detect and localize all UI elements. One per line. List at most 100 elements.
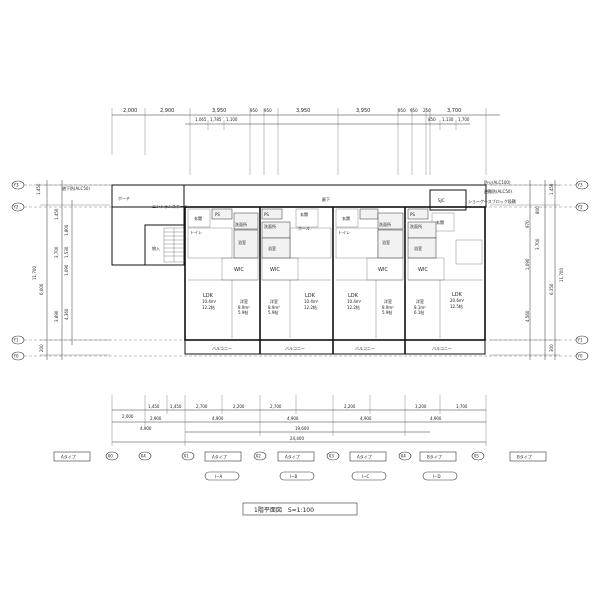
unit-label-i-d: I−D <box>433 474 441 479</box>
i-b-ldk-area: 10.4m² <box>304 299 319 304</box>
right-dim-7: 11,700 <box>559 268 564 282</box>
right-dim-5: 1,090 <box>525 258 530 270</box>
i-d-wash: 洗面所 <box>410 223 422 229</box>
bottom-dimension-lines: 2,000 1,450 1,450 2,700 2,200 2,700 2,20… <box>111 395 487 446</box>
i-d-entrance: 玄関 <box>436 219 444 225</box>
i-c-toilet: トイレ <box>338 230 350 235</box>
top-dim-10: 250 <box>423 108 431 113</box>
left-dim-6: 1,090 <box>64 264 69 276</box>
unit-i-d: PS 玄関 洗面所 浴室 WIC LDK 20.6m² 12.5帖 洋室 8.1… <box>407 208 483 338</box>
top-dim-11: 3,700 <box>447 108 461 114</box>
i-a-ldk-area: 10.4m² <box>202 299 217 304</box>
right-dimension-lines: 1,450 800 970 3,700 1,090 6,350 11,700 4… <box>490 180 564 360</box>
grid-col-x5: X5 <box>474 454 480 459</box>
i-a-bed-area: 8.9m² <box>238 305 250 310</box>
grid-col-x4b: X4 <box>401 454 407 459</box>
i-c-wic: WIC <box>378 267 388 273</box>
grid-row-y0: Y0 <box>13 354 19 359</box>
grid-col-x4a: X4 <box>141 454 147 459</box>
left-dim-1: 1,450 <box>36 183 41 195</box>
building-outline <box>111 184 487 355</box>
i-b-wic: WIC <box>270 267 280 273</box>
balcony-label-1: バルコニー <box>212 346 232 351</box>
left-dim-7: 6,000 <box>39 283 44 295</box>
i-a-ldk-jo: 12.2帖 <box>202 304 215 310</box>
unit-label-i-c: I−C <box>362 474 370 479</box>
i-c-bedroom: 洋室 <box>384 298 392 304</box>
left-dim-5: 1,530 <box>64 246 69 258</box>
i-b-bed-jo: 5.9帖 <box>268 309 278 315</box>
balcony-label-2: バルコニー <box>285 346 305 351</box>
top-dim2-6: 1,700 <box>458 117 470 122</box>
grid-col-x3: X3 <box>329 454 335 459</box>
bottom-total-sub: 19,600 <box>295 426 309 431</box>
top-dim-6: 3,950 <box>296 108 310 114</box>
left-dim-9: 3,890 <box>54 310 59 322</box>
i-c-ldk-area: 10.4m² <box>347 299 362 304</box>
i-a-bath: 浴室 <box>238 239 246 245</box>
i-d-bath: 浴室 <box>414 245 422 251</box>
type-label-6: Bタイプ <box>517 454 532 460</box>
i-b-ldk: LDK <box>305 293 316 299</box>
type-label-2: Aタイプ <box>212 454 227 460</box>
bottom-dim-2: 1,450 <box>148 404 160 409</box>
i-b-ps: PS <box>264 212 269 217</box>
left-dim-10: 4,360 <box>64 308 69 320</box>
note-right: ショーケースブロック段積 <box>468 198 516 204</box>
i-a-ldk: LDK <box>203 293 214 299</box>
top-dim-9: 950 <box>410 108 418 113</box>
bottom-dim2-1: 4,900 <box>140 426 152 431</box>
balcony-label-3: バルコニー <box>355 346 375 351</box>
bottom-dim2-6: 4,900 <box>430 416 442 421</box>
bottom-dim2-3: 4,900 <box>212 416 224 421</box>
bottom-dim-3: 1,450 <box>170 404 182 409</box>
drawing-title: 1階平面図 S=1:100 <box>242 502 358 516</box>
grid-col-x1: X1 <box>184 454 190 459</box>
type-label-3: Aタイプ <box>285 454 300 460</box>
right-dim-4: 3,700 <box>535 238 540 250</box>
bottom-dim2-5: 4,900 <box>360 416 372 421</box>
i-b-entrance: 玄関 <box>300 211 308 217</box>
i-c-ldk-jo: 12.2帖 <box>347 304 360 310</box>
unit-walls <box>259 207 406 354</box>
note-top-left: 避下防(ALC50) <box>62 185 90 191</box>
unit-label-i-b: I−B <box>290 474 298 479</box>
unit-label-i-a: I−A <box>215 474 223 479</box>
entrance-hall-label: エントランスホール <box>152 203 188 209</box>
top-dim2-1: 1,065 <box>195 117 207 122</box>
i-a-toilet: トイレ <box>190 230 202 235</box>
sjc-label: SJC <box>438 198 445 203</box>
grid-row-y2-right: Y2 <box>577 205 583 210</box>
i-a-wic: WIC <box>234 267 244 273</box>
type-label-5: Bタイプ <box>427 454 442 460</box>
right-dim-9: 300 <box>549 344 554 352</box>
i-d-ldk: LDK <box>452 292 463 298</box>
left-dim-3: 1,800 <box>64 224 69 236</box>
right-dim-3: 970 <box>525 220 530 228</box>
note-top-right-1: 防火(ALC100) <box>484 179 511 185</box>
right-dim-6: 6,350 <box>549 283 554 295</box>
grid-row-markers: Y3 Y2 Y1 Y0 Y3 Y2 Y1 Y0 <box>11 180 589 361</box>
i-d-ps: PS <box>410 212 415 217</box>
bottom-dim-7: 2,200 <box>344 404 356 409</box>
i-a-bed-jo: 5.9帖 <box>238 309 248 315</box>
bottom-dim-9: 3,700 <box>456 404 468 409</box>
top-dimension-lines: 2,000 2,900 3,950 950 950 3,950 3,950 95… <box>111 108 500 175</box>
left-dim-11: 200 <box>39 344 44 352</box>
i-a-wash: 洗面所 <box>235 221 247 227</box>
type-label-1: Aタイプ <box>61 454 76 460</box>
i-b-bedroom: 洋室 <box>270 298 278 304</box>
unit-id-badges: I−A I−B I−C I−D <box>204 471 458 481</box>
bottom-dim-8: 3,200 <box>415 404 427 409</box>
grid-row-y2: Y2 <box>13 205 19 210</box>
storage-label: 物入 <box>152 245 160 251</box>
poach-label: ポーチ <box>118 195 130 201</box>
stair <box>163 227 185 263</box>
grid-row-y1: Y1 <box>13 338 19 343</box>
bottom-dim-1: 2,000 <box>122 414 134 419</box>
i-c-wash: 洗面所 <box>379 221 391 227</box>
left-dimension-lines: 1,450 1,450 1,800 3,700 1,530 1,090 6,00… <box>32 180 110 360</box>
grid-row-y3: Y3 <box>13 183 19 188</box>
i-c-entrance: 玄関 <box>342 215 350 221</box>
right-dim-8: 4,560 <box>525 310 530 322</box>
